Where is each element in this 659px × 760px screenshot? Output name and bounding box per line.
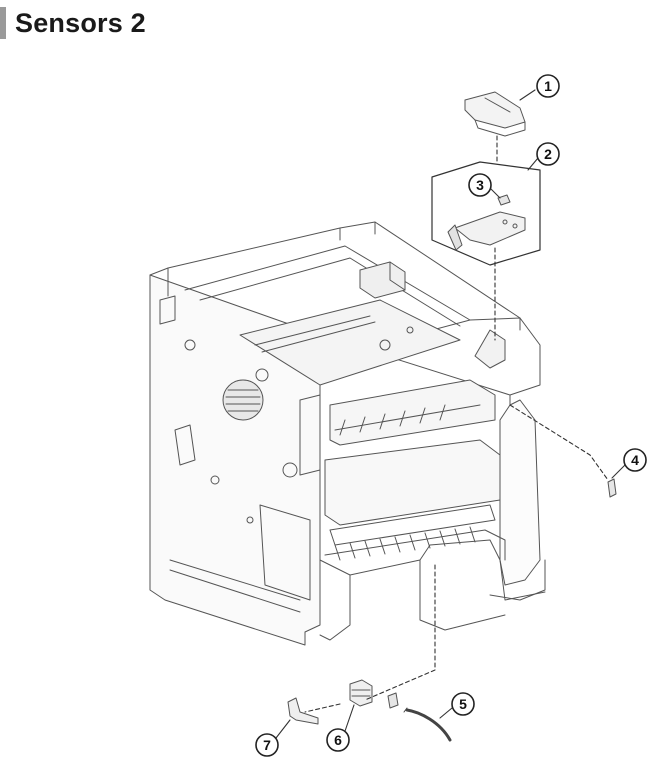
part-1-sensor-cover xyxy=(464,91,526,137)
callout-1: 1 xyxy=(536,74,560,98)
callout-leaders xyxy=(275,89,626,739)
part-6-sensor xyxy=(349,679,399,709)
callout-6: 6 xyxy=(326,728,350,752)
svg-text:7: 7 xyxy=(263,737,271,753)
svg-text:4: 4 xyxy=(631,452,639,468)
svg-text:5: 5 xyxy=(459,696,467,712)
svg-text:3: 3 xyxy=(476,177,484,193)
part-7-bracket xyxy=(287,697,319,725)
callout-7: 7 xyxy=(255,733,279,757)
part-5-cable xyxy=(403,707,452,742)
printer-frame xyxy=(149,221,546,646)
part-2-assembly-box xyxy=(431,161,541,266)
callout-5: 5 xyxy=(451,692,475,716)
svg-text:1: 1 xyxy=(544,78,552,94)
svg-text:2: 2 xyxy=(544,146,552,162)
part-4-sensor xyxy=(607,478,617,498)
callout-2: 2 xyxy=(536,142,560,166)
dashed-leader-lines xyxy=(304,135,609,713)
page-title-bar: Sensors 2 xyxy=(0,6,146,40)
page-title: Sensors 2 xyxy=(15,7,146,38)
title-accent-bar xyxy=(0,7,6,39)
svg-text:6: 6 xyxy=(334,732,342,748)
callout-3: 3 xyxy=(468,173,492,197)
callout-4: 4 xyxy=(623,448,647,472)
